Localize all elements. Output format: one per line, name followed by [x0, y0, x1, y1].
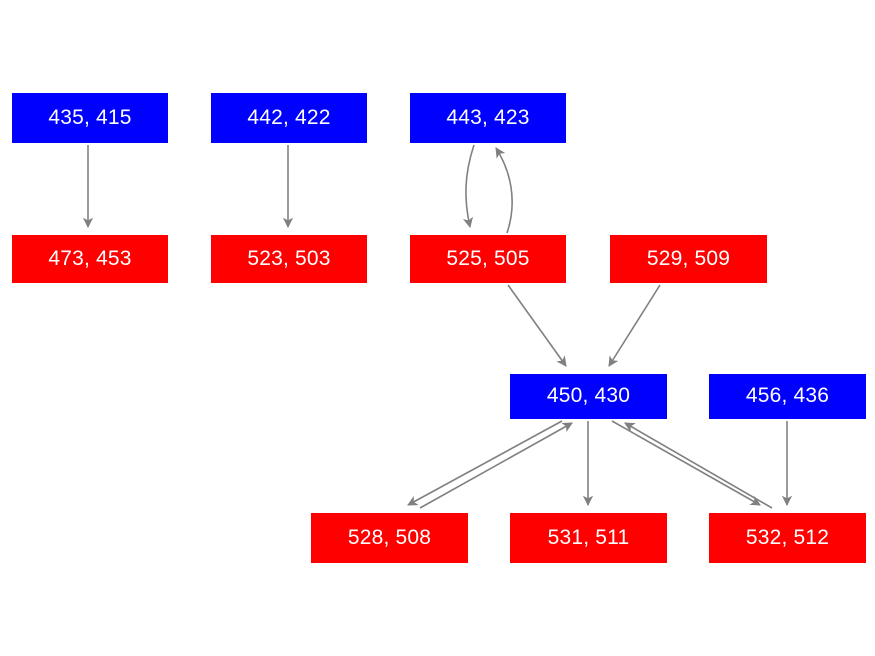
edge-n532-to-n450	[624, 422, 773, 509]
edge-n443-to-n525	[462, 144, 475, 229]
graph-node-label: 523, 503	[247, 246, 331, 270]
edge-n450-to-n528	[407, 420, 563, 506]
graph-node-label: 528, 508	[347, 525, 432, 549]
edge-n450-to-n532	[611, 420, 761, 506]
graph-node-n528[interactable]: 528, 508	[311, 513, 468, 563]
edge-n525-to-n450	[507, 284, 567, 367]
graph-node-label: 531, 511	[547, 525, 630, 549]
graph-node-n532[interactable]: 532, 512	[709, 513, 866, 563]
graph-node-n473[interactable]: 473, 453	[12, 235, 168, 283]
graph-node-label: 529, 509	[646, 246, 731, 270]
graph-node-n529[interactable]: 529, 509	[610, 235, 767, 283]
graph-node-label: 435, 415	[48, 105, 132, 129]
graph-node-label: 456, 436	[745, 384, 830, 407]
graph-node-label: 442, 422	[247, 105, 331, 129]
graph-node-n442[interactable]: 442, 422	[211, 93, 367, 143]
graph-node-label: 532, 512	[745, 525, 830, 549]
edges-group	[82, 144, 793, 509]
graph-node-n435[interactable]: 435, 415	[12, 93, 168, 143]
graph-node-n443[interactable]: 443, 423	[410, 93, 566, 143]
graph-node-label: 443, 423	[446, 105, 530, 129]
graph-node-n450[interactable]: 450, 430	[510, 374, 667, 419]
edge-n528-to-n450	[419, 422, 573, 509]
graph-node-n523[interactable]: 523, 503	[211, 235, 367, 283]
graph-node-n456[interactable]: 456, 436	[709, 374, 866, 419]
edge-n525-to-n443	[495, 147, 513, 234]
graph-node-label: 525, 505	[446, 246, 530, 270]
graph-node-n531[interactable]: 531, 511	[510, 513, 667, 563]
graph-node-label: 450, 430	[546, 384, 631, 407]
graph-node-label: 473, 453	[48, 246, 132, 270]
edge-n529-to-n450	[608, 284, 661, 367]
graph-node-n525[interactable]: 525, 505	[410, 235, 566, 283]
